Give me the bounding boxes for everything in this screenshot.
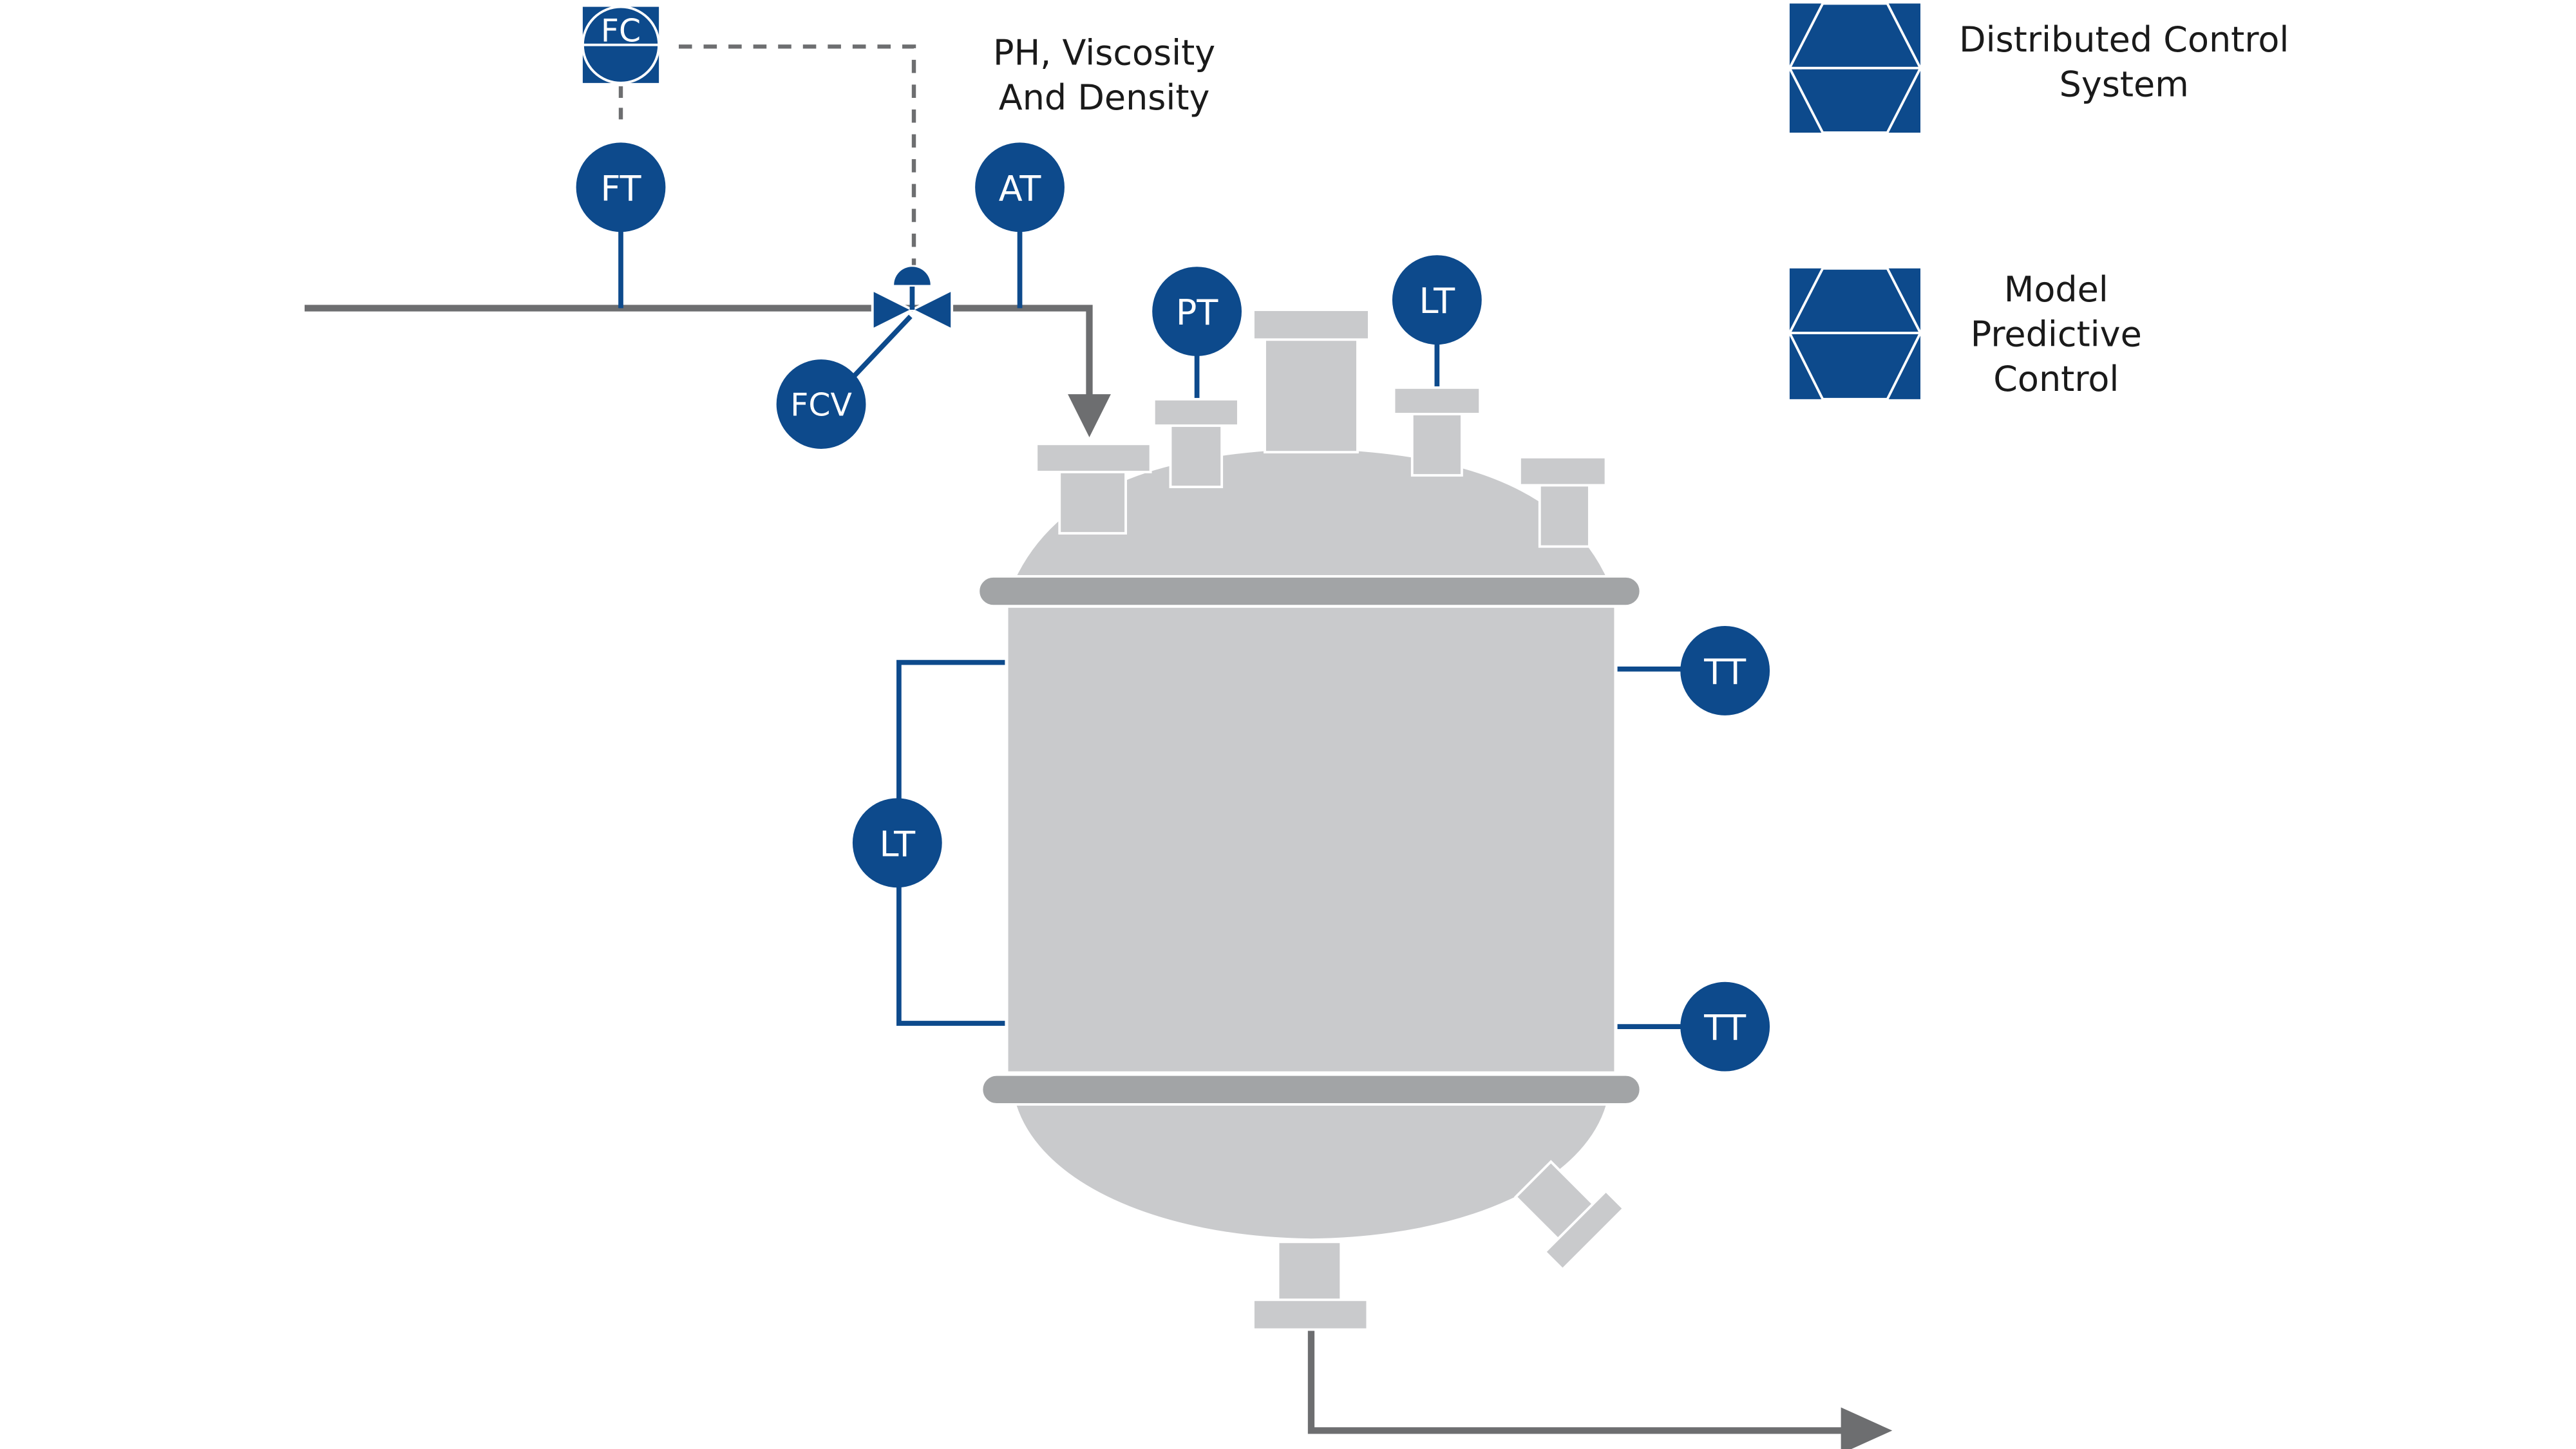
outlet-pipe xyxy=(1307,1329,1893,1449)
mpc-label-line1: Model xyxy=(2004,269,2108,310)
mpc-label-line3: Control xyxy=(1993,359,2119,399)
dcs-label-line2: System xyxy=(2060,64,2189,104)
dcs-label-line1: Distributed Control xyxy=(1959,19,2289,60)
mpc-icon xyxy=(1788,267,1922,401)
analyzer-note-line1: PH, Viscosity xyxy=(993,33,1215,73)
inlet-nozzle xyxy=(1035,442,1152,535)
instrument-fc: FC xyxy=(581,5,661,84)
lt-side-tag: LT xyxy=(880,824,916,864)
tt-lower-tag: TT xyxy=(1703,1008,1747,1048)
ft-tag: FT xyxy=(600,168,641,209)
pt-tag: PT xyxy=(1176,292,1219,333)
manway-nozzle xyxy=(1252,308,1370,454)
vessel-top-flange xyxy=(977,574,1642,608)
angled-bottom-nozzle xyxy=(1513,1160,1625,1271)
tt-upper-tag: TT xyxy=(1703,652,1747,692)
analyzer-note: PH, Viscosity And Density xyxy=(993,33,1215,118)
legend-dcs: Distributed Control System xyxy=(1788,2,2289,134)
fc-tag: FC xyxy=(601,13,641,50)
valve-actuator-icon xyxy=(894,267,931,285)
analyzer-note-line2: And Density xyxy=(999,77,1210,118)
lt-nozzle xyxy=(1392,386,1482,477)
outlet-arrow-icon xyxy=(1841,1407,1893,1449)
instrument-tt-upper: TT xyxy=(1680,626,1770,715)
fc-signal-line xyxy=(618,44,916,265)
instrument-lt-top: LT xyxy=(1392,255,1482,345)
lt-top-tag: LT xyxy=(1419,281,1456,321)
vessel-shell xyxy=(1005,604,1618,1075)
side-top-nozzle xyxy=(1518,455,1607,548)
inlet-pipe xyxy=(305,305,1111,437)
inlet-arrow-icon xyxy=(1068,394,1111,437)
fcv-connection xyxy=(851,314,913,380)
reactor-vessel xyxy=(977,445,1642,1242)
at-tag: AT xyxy=(999,168,1042,209)
vessel-bottom-head xyxy=(1010,1097,1611,1242)
instrument-lt-side: LT xyxy=(852,798,942,888)
instrument-pt: PT xyxy=(1152,267,1242,357)
instrument-ft: FT xyxy=(576,142,666,232)
dcs-icon xyxy=(1788,2,1922,134)
pt-nozzle xyxy=(1152,397,1240,489)
mpc-label-line2: Predictive xyxy=(1971,314,2142,355)
flow-control-valve xyxy=(871,267,954,332)
instrument-tt-lower: TT xyxy=(1680,981,1770,1072)
instrument-fcv: FCV xyxy=(776,359,866,449)
vessel-nozzles xyxy=(1035,308,1625,1331)
fcv-tag: FCV xyxy=(790,387,852,424)
vessel-bottom-flange xyxy=(980,1073,1642,1106)
legend-mpc: Model Predictive Control xyxy=(1788,267,2142,401)
bottom-outlet-nozzle xyxy=(1252,1240,1369,1331)
instrument-at: AT xyxy=(975,142,1065,232)
